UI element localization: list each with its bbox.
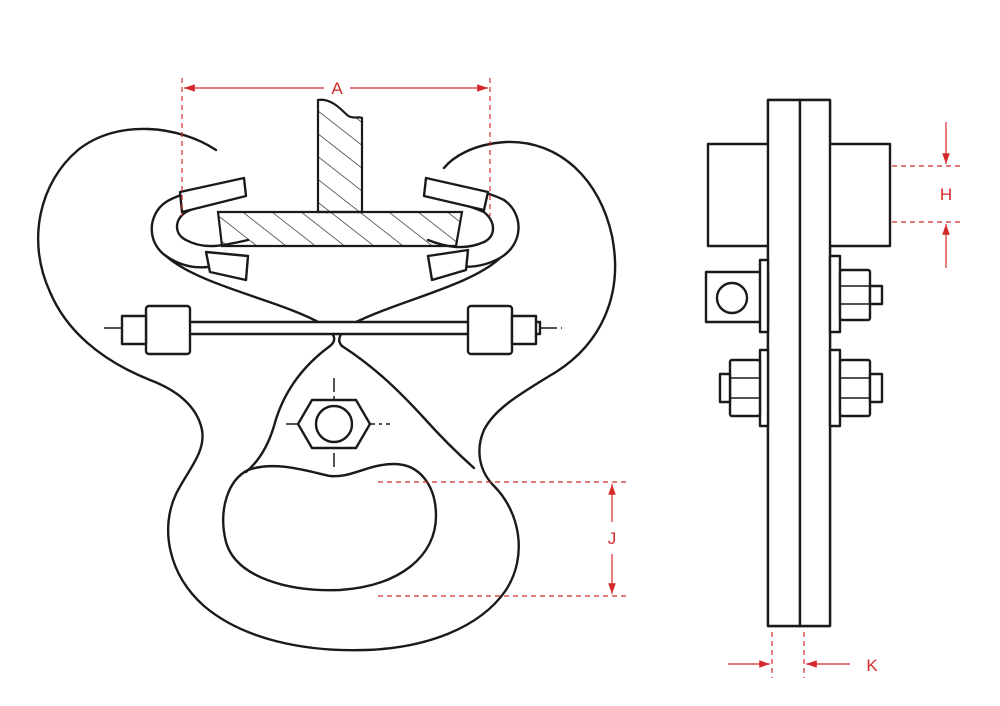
dimension-a: A [181, 78, 491, 216]
right-rod-nut [466, 304, 514, 356]
right-jaw-heel [426, 248, 470, 282]
lower-arm-right [340, 344, 476, 470]
tie-rod-assembly [104, 304, 562, 356]
pivot-nut [286, 378, 390, 470]
lower-arm-left [244, 344, 332, 474]
dimension-label-k: K [866, 656, 878, 675]
beam-web [316, 98, 364, 214]
front-view [37, 98, 617, 652]
rod-bracket-hole [715, 281, 749, 315]
upper-side-nut [838, 268, 872, 322]
beam-flange [216, 210, 464, 248]
left-throat-edge [164, 254, 336, 348]
left-rod-jam-nut [120, 314, 148, 346]
dimension-j: J [378, 481, 630, 597]
right-rod-jam-nut [510, 314, 538, 346]
dimension-label-a: A [331, 79, 343, 98]
dimension-label-j: J [608, 529, 617, 548]
right-jaw-tip [422, 176, 490, 212]
lower-bolt-head [718, 372, 732, 404]
clamp-body-outline [37, 127, 617, 652]
right-throat-edge [338, 256, 502, 348]
upper-washer [828, 254, 842, 334]
lower-washer-right [828, 348, 842, 428]
shackle-eye [222, 462, 438, 592]
upper-side-bolt-end [868, 284, 884, 306]
rod-bracket [704, 270, 770, 324]
dimension-label-h: H [940, 185, 952, 204]
lower-side-nut-right [838, 358, 872, 418]
dimension-h: H [892, 122, 964, 268]
left-jaw-heel [204, 250, 250, 282]
lower-side-nut-left [728, 358, 762, 418]
dimension-k: K [728, 632, 878, 678]
lower-bolt-end [868, 372, 884, 404]
left-jaw-tip [178, 176, 248, 214]
side-view [704, 98, 892, 628]
left-rod-nut [144, 304, 192, 356]
